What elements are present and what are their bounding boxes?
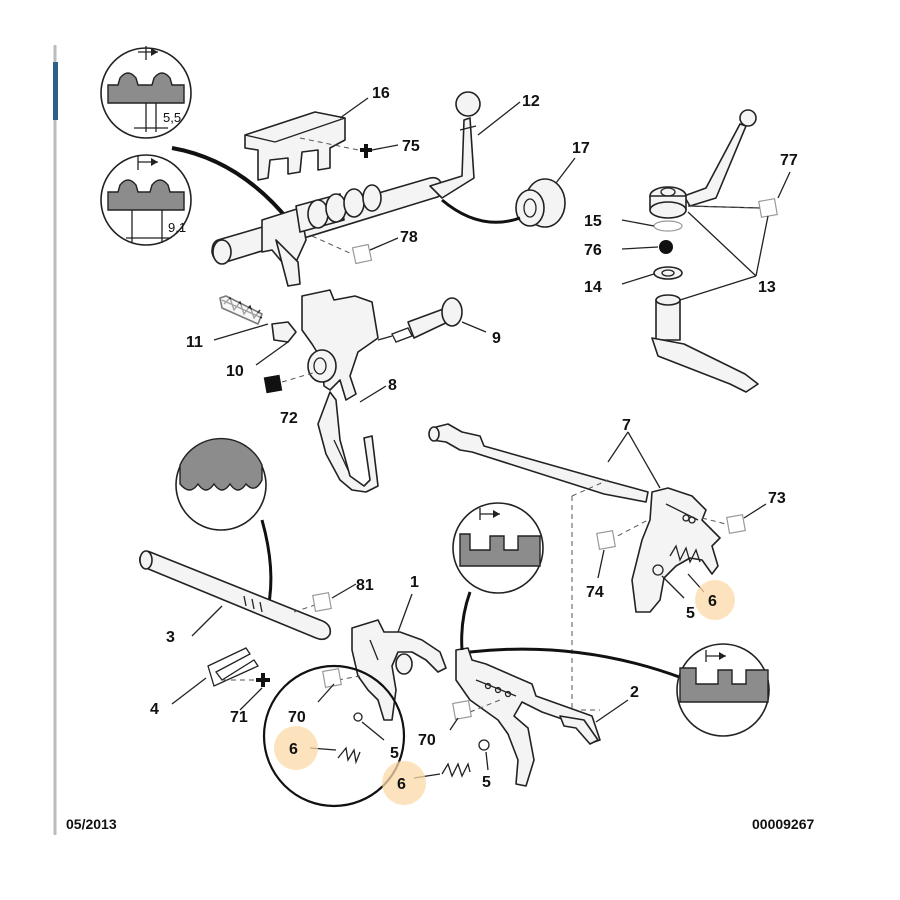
detail-ring [262,664,406,808]
label-5-right: 5 [686,605,695,622]
zoom-connector-right [469,647,683,680]
zoom-circle-right-lower [676,643,770,737]
label-17: 17 [572,140,590,157]
label-71: 71 [230,709,248,726]
selector-part-1 [351,619,447,721]
square-part-72-icon [263,374,283,394]
selector-shaft-78 [211,176,444,287]
spring-part-6-bottom [441,762,471,778]
zoom-circle-right-upper [452,502,544,594]
label-8: 8 [388,377,397,394]
label-9: 9 [492,330,501,347]
label-16: 16 [372,85,390,102]
label-70-right: 70 [418,732,436,749]
fastener-71-icon [256,673,270,687]
label-1: 1 [410,574,419,591]
label-11: 11 [186,334,203,351]
ball-part-76-icon [659,240,673,254]
highlight-6-bottom [382,761,426,805]
label-2: 2 [630,684,639,701]
spring-part-6-right [669,544,701,564]
dimension-top-text: 5,5 [163,110,181,125]
plug-part-9 [391,297,463,343]
label-7: 7 [622,417,631,434]
label-70-left: 70 [288,709,306,726]
fork-part-7 [631,487,721,613]
fastener-75-icon [360,144,372,158]
shaft-part-3 [138,550,332,641]
zoom-circle-mid: 9,1 [100,154,192,246]
dimension-mid-text: 9,1 [168,220,186,235]
label-3: 3 [166,629,175,646]
fork-rod-part-2 [455,647,601,787]
label-5-left: 5 [390,745,399,762]
label-81: 81 [356,577,374,594]
label-15: 15 [584,213,602,230]
label-4: 4 [150,701,159,718]
label-6-left: 6 [289,741,298,758]
label-13: 13 [758,279,776,296]
highlight-6-left [274,726,318,770]
bushing-connector [441,198,521,224]
zoom-connector-wave [260,519,273,609]
label-77: 77 [780,152,798,169]
label-78: 78 [400,229,418,246]
label-10: 10 [226,363,244,380]
plunger-part-10 [271,321,297,343]
selector-finger-part-8 [301,289,379,493]
label-12: 12 [522,93,540,110]
zoom-circle-top: 5,5 [100,46,192,139]
spring-part-11 [219,295,263,325]
label-76: 76 [584,242,602,259]
highlight-6-right [695,580,735,620]
label-5-bottom: 5 [482,774,491,791]
bushing-part-17 [515,178,566,228]
label-72: 72 [280,410,298,427]
lever-assembly-part-13 [649,109,761,393]
zoom-connector-top [171,146,292,224]
label-6-right: 6 [708,593,717,610]
gear-lever-part-12 [429,91,481,199]
footer-date: 05/2013 [66,816,117,832]
zoom-connector-left [460,591,472,651]
bracket-part-16 [244,111,346,181]
zoom-circle-wave [175,437,267,531]
accent-bar [53,62,58,120]
footer-reference: 00009267 [752,816,815,832]
label-75: 75 [402,138,420,155]
label-73: 73 [768,490,786,507]
fork-rod-part-7 [428,423,649,503]
spring-part-6-left [337,746,361,765]
label-74: 74 [586,584,604,601]
label-14: 14 [584,279,602,296]
label-6-bottom: 6 [397,776,406,793]
